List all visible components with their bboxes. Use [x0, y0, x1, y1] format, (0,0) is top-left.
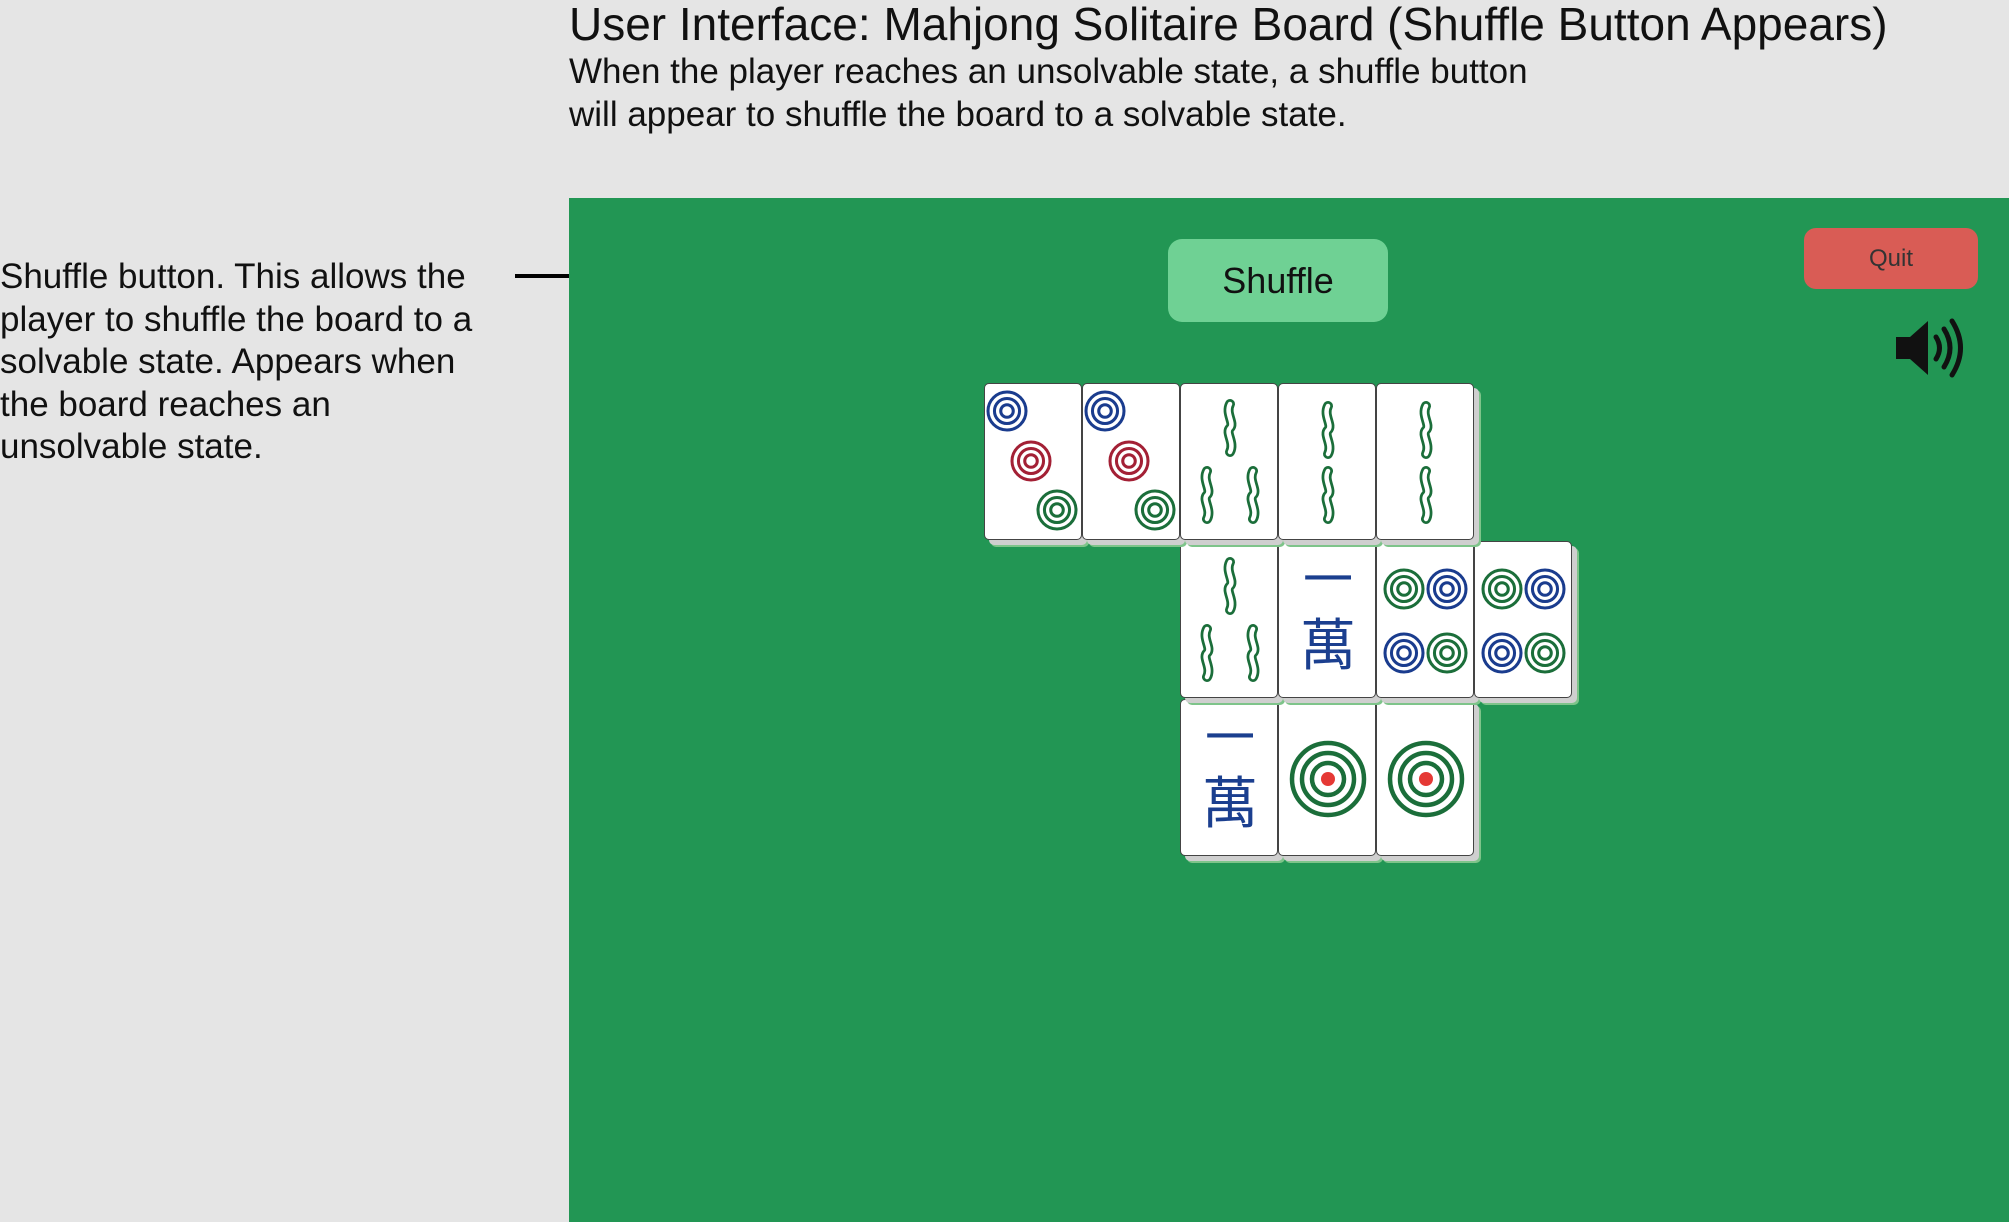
tile-face — [1289, 740, 1367, 818]
bamboo-stick — [1246, 466, 1260, 524]
tile-face — [986, 390, 1078, 531]
circle-pip — [1289, 740, 1367, 818]
bamboo-stick — [1223, 399, 1237, 457]
circle-pip — [1383, 568, 1425, 610]
tile-circles-1[interactable] — [1376, 699, 1474, 856]
tile-characters-1[interactable]: 一 萬 — [1278, 541, 1376, 698]
circle-pip — [1524, 568, 1566, 610]
tile-circles-3[interactable] — [1082, 383, 1180, 540]
page-subtitle: When the player reaches an unsolvable st… — [569, 52, 1528, 134]
bamboo-stick — [1419, 466, 1433, 524]
bamboo-stick — [1200, 624, 1214, 682]
circle-pip — [1010, 440, 1052, 482]
bamboo-stick — [1419, 401, 1433, 459]
circle-pip — [1084, 390, 1126, 432]
sound-toggle-button[interactable] — [1894, 315, 1974, 381]
tile-circles-4[interactable] — [1474, 541, 1572, 698]
circle-pip — [1426, 632, 1468, 674]
circle-pip — [1383, 632, 1425, 674]
circle-pip — [1481, 568, 1523, 610]
tile-character-top: 一 — [1205, 709, 1255, 767]
circle-pip — [1387, 740, 1465, 818]
tile-character-bottom: 萬 — [1202, 772, 1258, 837]
tile-face — [1419, 401, 1433, 524]
tile-face — [1387, 740, 1465, 818]
bamboo-stick — [1321, 466, 1335, 524]
circle-pip — [1481, 632, 1523, 674]
tile-bamboo-2[interactable] — [1376, 383, 1474, 540]
shuffle-annotation-text: Shuffle button. This allows the player t… — [0, 257, 473, 466]
tile-face — [1383, 568, 1468, 674]
circle-pip — [986, 390, 1028, 432]
bamboo-stick — [1200, 466, 1214, 524]
bamboo-stick — [1223, 557, 1237, 615]
tile-bamboo-3[interactable] — [1180, 383, 1278, 540]
tile-bamboo-3[interactable] — [1180, 541, 1278, 698]
tile-circles-3[interactable] — [984, 383, 1082, 540]
tile-character-top: 一 — [1303, 551, 1353, 609]
tile-characters-1[interactable]: 一 萬 — [1180, 699, 1278, 856]
tile-face — [1321, 401, 1335, 524]
tile-face — [1084, 390, 1176, 531]
circle-pip — [1524, 632, 1566, 674]
bamboo-stick — [1246, 624, 1260, 682]
tile-face — [1200, 399, 1260, 524]
page-title: User Interface: Mahjong Solitaire Board … — [569, 0, 1888, 50]
shuffle-button[interactable]: Shuffle — [1168, 239, 1388, 322]
tile-face — [1481, 568, 1566, 674]
quit-button[interactable]: Quit — [1804, 228, 1978, 289]
speaker-volume-icon — [1896, 318, 1963, 378]
tile-face — [1200, 557, 1260, 682]
circle-pip — [1426, 568, 1468, 610]
tile-bamboo-2[interactable] — [1278, 383, 1376, 540]
game-board: Shuffle Quit 一 萬 一 萬 — [569, 198, 2009, 1222]
tile-character-bottom: 萬 — [1300, 614, 1356, 679]
tile-circles-1[interactable] — [1278, 699, 1376, 856]
tile-circles-4[interactable] — [1376, 541, 1474, 698]
circle-pip — [1036, 489, 1078, 531]
circle-pip — [1108, 440, 1150, 482]
circle-pip — [1134, 489, 1176, 531]
bamboo-stick — [1321, 401, 1335, 459]
